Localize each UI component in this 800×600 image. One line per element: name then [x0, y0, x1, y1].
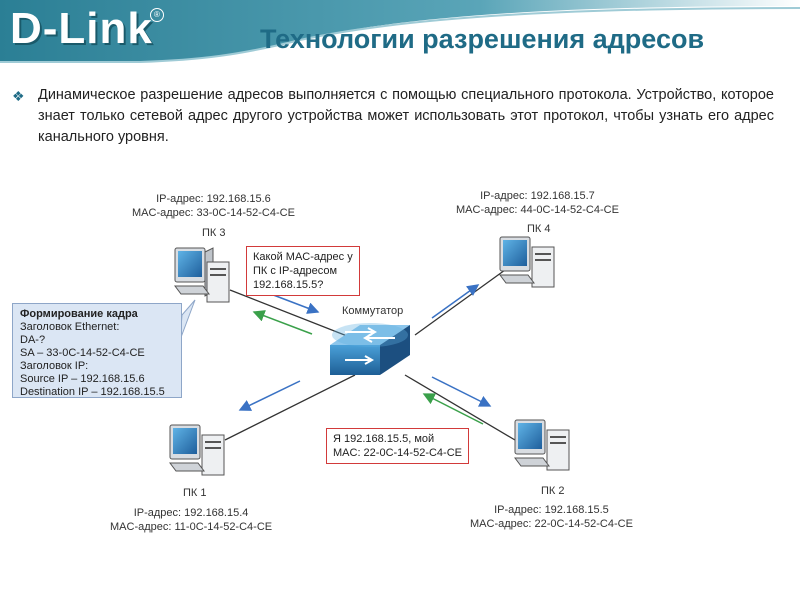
pc4-mac: MAC-адрес: 44-0C-14-52-C4-CE — [456, 204, 619, 216]
frame-line: Заголовок Ethernet: — [20, 321, 120, 333]
header-band — [0, 0, 800, 63]
link-pc1-switch — [224, 374, 356, 441]
registered-mark: ® — [150, 8, 164, 22]
intro-text: Динамическое разрешение адресов выполняе… — [38, 87, 774, 145]
frame-callout-pointer — [179, 299, 196, 341]
pc1-mac: MAC-адрес: 11-0C-14-52-C4-CE — [110, 521, 273, 533]
request-line-3: 192.168.15.5? — [253, 279, 324, 291]
pc4-ip: IP-адрес: 192.168.15.7 — [480, 190, 595, 202]
reply-line-1: Я 192.168.15.5, мой — [333, 433, 435, 445]
pc1-icon — [169, 424, 225, 476]
frame-line: Заголовок IP: — [20, 360, 89, 372]
request-line-2: ПК с IP-адресом — [253, 265, 338, 277]
pc1-name: ПК 1 — [183, 487, 207, 499]
pc3-ip: IP-адрес: 192.168.15.6 — [156, 193, 271, 205]
pc3-name: ПК 3 — [202, 227, 226, 239]
switch-icon — [330, 323, 410, 375]
pc2-address-label: IP-адрес: 192.168.15.5 MAC-адрес: 22-0C-… — [470, 503, 633, 531]
frame-line: Destination IP – 192.168.15.5 — [20, 386, 165, 398]
link-pc2-switch — [404, 374, 516, 441]
frame-info-box: Формирование кадра Заголовок Ethernet: D… — [12, 303, 182, 398]
arp-request-callout: Какой MAC-адрес у ПК с IP-адресом 192.16… — [246, 246, 360, 296]
arp-reply-callout: Я 192.168.15.5, мой MAC: 22-0C-14-52-C4-… — [326, 428, 469, 464]
link-pc4-switch — [414, 269, 506, 336]
frame-title: Формирование кадра — [20, 308, 138, 320]
request-arrow-to-pc1 — [238, 380, 301, 411]
request-arrow-to-pc4 — [431, 284, 480, 319]
request-line-1: Какой MAC-адрес у — [253, 251, 353, 263]
pc2-icon — [514, 419, 570, 471]
pc4-address-label: IP-адрес: 192.168.15.7 MAC-адрес: 44-0C-… — [456, 189, 619, 217]
reply-arrow-to-pc3 — [252, 310, 313, 335]
pc3-mac: MAC-адрес: 33-0C-14-52-C4-CE — [132, 207, 295, 219]
pc4-icon — [499, 236, 555, 288]
pc3-address-label: IP-адрес: 192.168.15.6 MAC-адрес: 33-0C-… — [132, 192, 295, 220]
bullet-icon: ❖ — [12, 88, 25, 104]
frame-line: DA-? — [20, 334, 46, 346]
page-title: Технологии разрешения адресов — [260, 24, 705, 54]
pc2-ip: IP-адрес: 192.168.15.5 — [494, 504, 609, 516]
frame-line: Source IP – 192.168.15.6 — [20, 373, 145, 385]
d-link-logo: D-Link — [10, 4, 153, 53]
pc2-name: ПК 2 — [541, 485, 565, 497]
pc2-mac: MAC-адрес: 22-0C-14-52-C4-CE — [470, 518, 633, 530]
pc4-name: ПК 4 — [527, 223, 551, 235]
pc3-icon — [174, 247, 230, 303]
request-arrow-to-pc2 — [431, 376, 492, 407]
frame-line: SA – 33-0C-14-52-C4-CE — [20, 347, 145, 359]
pc1-address-label: IP-адрес: 192.168.15.4 MAC-адрес: 11-0C-… — [110, 506, 272, 534]
reply-arrow-to-switch — [422, 393, 484, 425]
pc1-ip: IP-адрес: 192.168.15.4 — [133, 507, 249, 519]
switch-name: Коммутатор — [342, 305, 404, 317]
reply-line-2: MAC: 22-0C-14-52-C4-CE — [333, 447, 462, 459]
